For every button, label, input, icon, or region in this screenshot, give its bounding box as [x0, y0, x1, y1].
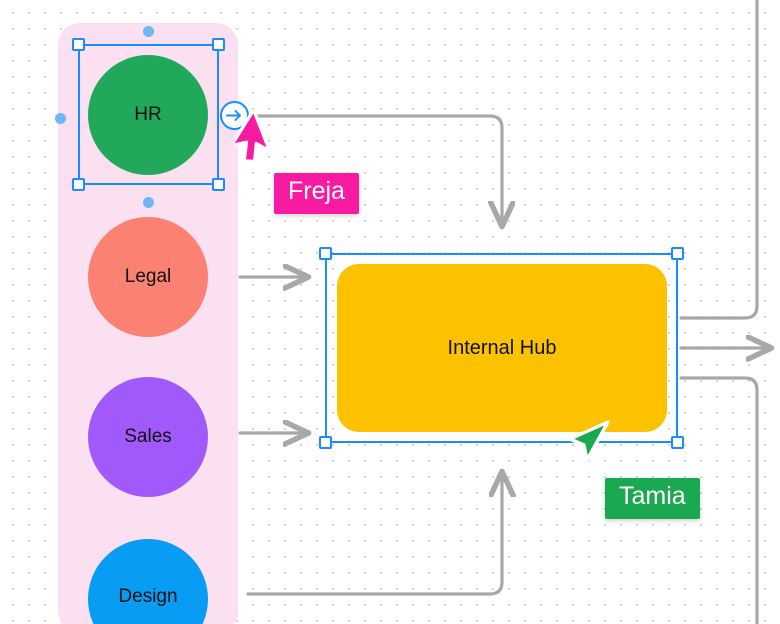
- resize-handle-top-left[interactable]: [319, 247, 332, 260]
- selection-frame-hr: [72, 38, 225, 191]
- resize-handle-bottom-right[interactable]: [212, 178, 225, 191]
- collaborator-badge-freja: Freja: [274, 173, 359, 214]
- resize-handle-top-right[interactable]: [671, 247, 684, 260]
- resize-handle-top-left[interactable]: [72, 38, 85, 51]
- node-hr-label: HR: [134, 104, 162, 125]
- node-internal-hub[interactable]: Internal Hub: [337, 264, 667, 432]
- connector-hub-out-top: [679, 0, 759, 320]
- node-legal-label: Legal: [124, 266, 172, 287]
- selection-frame-internal-hub: [319, 247, 684, 449]
- resize-handle-bottom-right[interactable]: [671, 436, 684, 449]
- resize-handle-top-right[interactable]: [212, 38, 225, 51]
- resize-handle-bottom-left[interactable]: [319, 436, 332, 449]
- group-handle-dot-middle[interactable]: [143, 197, 154, 208]
- arrow-right-glyph: [226, 110, 241, 121]
- connector-design-to-hub: [246, 473, 502, 596]
- resize-handle-bottom-left[interactable]: [72, 178, 85, 191]
- node-sales-label: Sales: [124, 426, 172, 447]
- node-design-label: Design: [118, 586, 178, 607]
- node-sales[interactable]: Sales: [88, 377, 208, 497]
- collaborator-badge-tamia: Tamia: [605, 478, 700, 519]
- group-handle-dot-left[interactable]: [55, 113, 66, 124]
- node-hr[interactable]: HR: [88, 55, 208, 175]
- node-legal[interactable]: Legal: [88, 217, 208, 337]
- collaborator-name-tamia: Tamia: [619, 482, 686, 510]
- cursor-freja: [235, 113, 272, 163]
- node-internal-hub-label: Internal Hub: [447, 336, 557, 359]
- collaborator-name-freja: Freja: [288, 177, 345, 205]
- group-handle-dot-top[interactable]: [143, 26, 154, 37]
- cursor-tamia: [568, 420, 610, 462]
